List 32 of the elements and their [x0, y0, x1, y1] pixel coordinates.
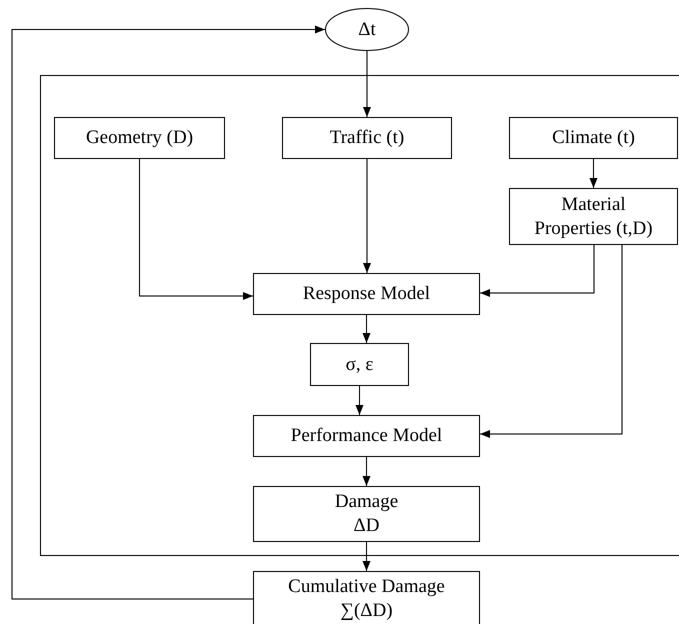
process-box: [509, 188, 678, 245]
node-label: Material Properties (t,D): [534, 192, 654, 240]
node-label: Geometry (D): [86, 126, 194, 150]
node-label: Δt: [358, 18, 376, 42]
process-box: [253, 486, 480, 542]
process-box: [54, 117, 225, 159]
node-label: Damage ΔD: [334, 490, 400, 538]
node-label: Traffic (t): [330, 126, 404, 150]
time-step-ellipse: [325, 8, 409, 51]
arrow: [363, 50, 371, 118]
arrow: [356, 386, 364, 416]
arrow: [362, 314, 370, 344]
arrow: [12, 26, 326, 600]
arrow: [480, 244, 594, 297]
process-box: [253, 571, 480, 624]
process-box: [253, 415, 480, 457]
process-box: [509, 117, 678, 159]
process-box: [310, 343, 409, 386]
process-box: [282, 117, 452, 159]
node-label: Cumulative Damage ∑(ΔD): [287, 574, 446, 622]
frame-box: [40, 75, 679, 556]
arrow: [362, 542, 370, 572]
arrow: [363, 158, 371, 274]
node-label: Climate (t): [552, 126, 635, 150]
node-label: Performance Model: [290, 424, 442, 448]
arrow: [362, 456, 370, 486]
node-label: σ, ε: [346, 352, 374, 376]
node-label: Response Model: [302, 282, 430, 306]
process-box: [253, 273, 480, 315]
arrow: [480, 244, 622, 438]
arrow: [139, 158, 254, 300]
arrow: [590, 158, 598, 188]
